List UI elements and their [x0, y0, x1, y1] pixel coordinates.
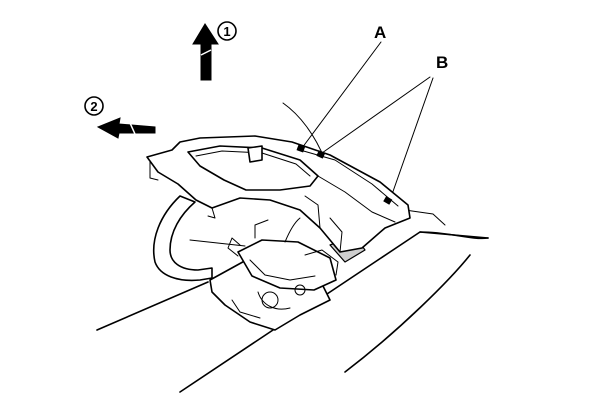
callout-label-b: B: [436, 53, 448, 72]
arrow-up-icon: [192, 23, 219, 81]
step-2-number: 2: [90, 99, 97, 114]
arrow-left-icon: [96, 117, 156, 139]
clip-b-rear-icon: [383, 196, 393, 205]
clip-a-icon: [296, 144, 306, 153]
step-1-number: 1: [223, 24, 230, 39]
callout-label-a: A: [374, 23, 386, 42]
center-console-panel: [146, 135, 411, 253]
step-1-badge: 1: [217, 21, 237, 41]
console-side-frame: [153, 195, 246, 282]
leader-lines: [301, 41, 434, 201]
vehicle-floor: [96, 102, 489, 393]
step-2-badge: 2: [84, 96, 104, 116]
clip-b-front-icon: [316, 150, 326, 159]
